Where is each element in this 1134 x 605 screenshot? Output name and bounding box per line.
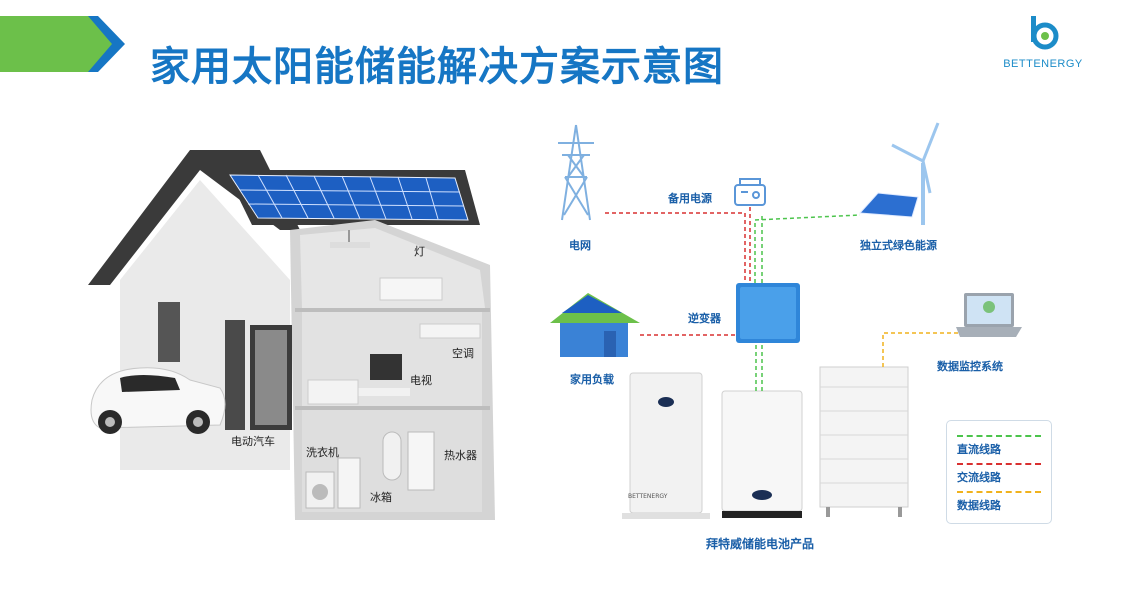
label-grid: 电网 (569, 239, 591, 252)
legend-swatch-dc (957, 435, 1041, 437)
battery-brand-text: BETTENERGY (628, 493, 668, 500)
house-illustration (88, 150, 495, 520)
grid-tower-icon (558, 124, 594, 221)
legend-label-data: 数据线路 (957, 499, 1001, 512)
dc-line-green (754, 214, 861, 283)
line-legend: 直流线路 交流线路 数据线路 (946, 420, 1052, 524)
ac-line-grid (605, 212, 746, 283)
laptop-icon (956, 293, 1022, 337)
wind-turbine-icon (891, 122, 940, 225)
label-ev: 电动汽车 (231, 435, 275, 448)
label-home-load: 家用负载 (570, 373, 614, 386)
legend-swatch-ac (957, 463, 1041, 465)
battery-wall-unit (622, 372, 710, 519)
generator-icon (734, 178, 766, 206)
battery-stack-unit (819, 366, 909, 517)
label-monitoring: 数据监控系统 (937, 360, 1003, 373)
label-heater: 热水器 (444, 449, 477, 462)
page-title: 家用太阳能储能解决方案示意图 (150, 44, 724, 90)
header-banner-arrow (0, 16, 125, 72)
label-battery-products: 拜特威储能电池产品 (706, 537, 815, 551)
inverter-icon (736, 283, 800, 343)
energy-system-diagram (550, 122, 1022, 519)
standalone-solar-panel (858, 192, 919, 218)
logo-text: BETTENERGY (1003, 58, 1083, 70)
logo-icon (1031, 16, 1059, 50)
legend-label-dc: 直流线路 (957, 443, 1001, 456)
label-tv: 电视 (410, 374, 432, 387)
legend-swatch-data (957, 491, 1041, 493)
battery-floor-unit (721, 390, 803, 518)
home-load-icon (550, 293, 640, 357)
brand-logo: BETTENERGY (1000, 14, 1086, 70)
electric-car (90, 367, 226, 434)
label-washer: 洗衣机 (306, 446, 339, 459)
label-light: 灯 (414, 245, 425, 258)
label-inverter: 逆变器 (688, 312, 721, 325)
data-line-monitor (882, 332, 958, 367)
label-fridge: 冰箱 (370, 491, 392, 504)
label-ac: 空调 (452, 347, 474, 360)
roof-solar-panel (229, 174, 469, 221)
label-backup: 备用电源 (668, 192, 712, 205)
legend-label-ac: 交流线路 (957, 471, 1001, 484)
label-green-energy: 独立式绿色能源 (860, 239, 937, 252)
